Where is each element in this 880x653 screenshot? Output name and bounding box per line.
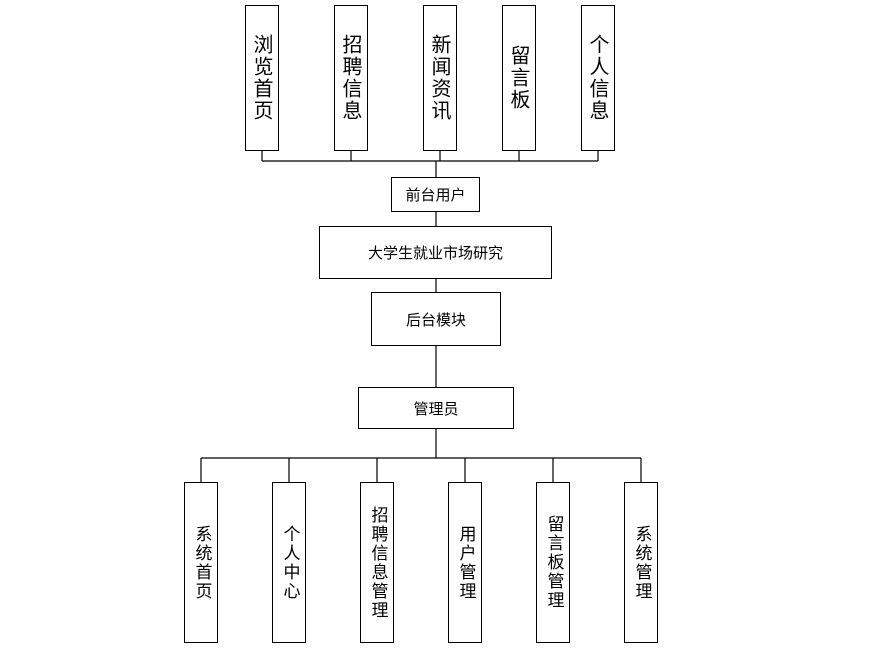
backend-node: 后台模块	[371, 292, 501, 346]
front-item-job-info: 招聘信息	[334, 5, 368, 151]
front-item-label: 新闻资讯	[428, 34, 452, 122]
admin-item-system-home: 系统首页	[184, 482, 218, 643]
admin-item-label: 留言板管理	[543, 515, 564, 610]
root-node: 大学生就业市场研究	[319, 226, 552, 279]
admin-item-user-management: 用户管理	[448, 482, 482, 643]
front-user-label: 前台用户	[405, 186, 466, 204]
admin-item-label: 用户管理	[455, 524, 476, 601]
front-item-label: 留言板	[507, 45, 531, 111]
root-label: 大学生就业市场研究	[367, 244, 503, 262]
admin-item-label: 系统首页	[191, 524, 212, 601]
front-user-node: 前台用户	[391, 177, 480, 212]
admin-item-job-management: 招聘信息管理	[360, 482, 394, 643]
front-item-news: 新闻资讯	[423, 5, 457, 151]
front-item-label: 个人信息	[586, 34, 610, 122]
front-item-label: 浏览首页	[250, 34, 274, 122]
front-item-browse-home: 浏览首页	[245, 5, 279, 151]
admin-item-message-management: 留言板管理	[536, 482, 570, 643]
admin-item-system-management: 系统管理	[624, 482, 658, 643]
admin-item-label: 招聘信息管理	[367, 505, 388, 620]
admin-item-personal-center: 个人中心	[272, 482, 306, 643]
front-item-label: 招聘信息	[339, 34, 363, 122]
admin-item-label: 系统管理	[631, 524, 652, 601]
admin-item-label: 个人中心	[279, 524, 300, 601]
backend-label: 后台模块	[405, 310, 466, 329]
admin-node: 管理员	[358, 387, 514, 429]
front-item-message-board: 留言板	[502, 5, 536, 151]
front-item-personal-info: 个人信息	[581, 5, 615, 151]
admin-label: 管理员	[413, 399, 459, 418]
